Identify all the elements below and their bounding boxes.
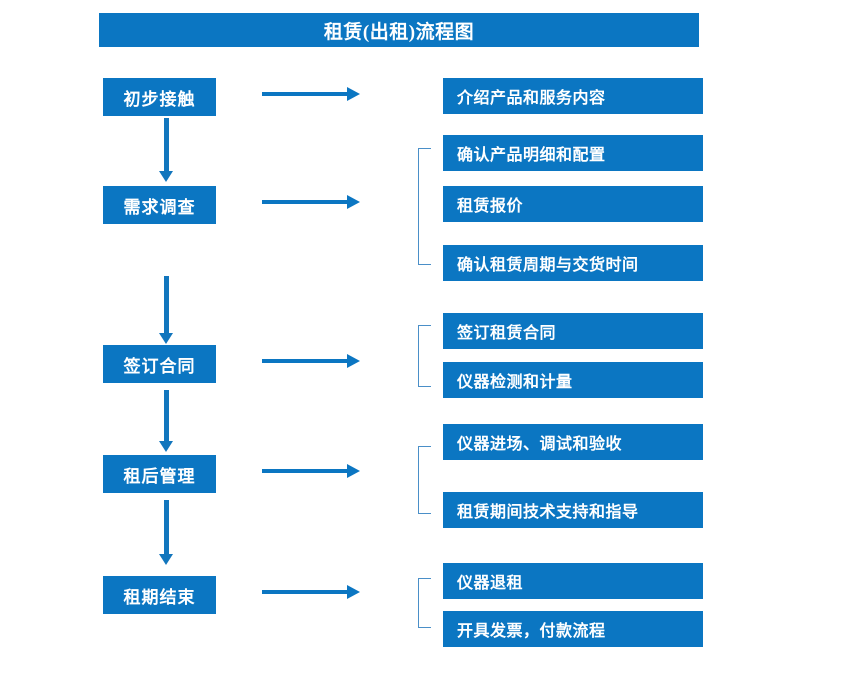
arrow-down-1 [159, 118, 173, 182]
detail-box-4-1[interactable]: 仪器进场、调试和验收 [443, 424, 703, 460]
arrow-head [159, 554, 173, 565]
arrow-head [347, 195, 360, 209]
detail-box-2-2[interactable]: 租赁报价 [443, 186, 703, 222]
arrow-head [347, 464, 360, 478]
arrow-head [159, 333, 173, 344]
arrow-right-4 [262, 464, 360, 478]
arrow-down-4 [159, 500, 173, 565]
detail-box-3-1[interactable]: 签订租赁合同 [443, 313, 703, 349]
bracket-group-4 [418, 446, 431, 514]
bracket-group-5 [418, 578, 431, 628]
arrow-right-5 [262, 585, 360, 599]
stage-box-2[interactable]: 需求调查 [103, 186, 216, 224]
arrow-down-2 [159, 276, 173, 344]
detail-box-5-1[interactable]: 仪器退租 [443, 563, 703, 599]
stage-box-4[interactable]: 租后管理 [103, 455, 216, 493]
stage-box-5[interactable]: 租期结束 [103, 576, 216, 614]
detail-box-1-1[interactable]: 介绍产品和服务内容 [443, 78, 703, 114]
arrow-shaft [262, 92, 348, 96]
detail-box-3-2[interactable]: 仪器检测和计量 [443, 362, 703, 398]
arrow-head [347, 87, 360, 101]
arrow-right-3 [262, 354, 360, 368]
arrow-head [159, 441, 173, 452]
arrow-head [347, 354, 360, 368]
arrow-shaft [262, 200, 348, 204]
arrow-right-2 [262, 195, 360, 209]
bracket-group-3 [418, 325, 431, 387]
stage-box-3[interactable]: 签订合同 [103, 345, 216, 383]
arrow-shaft [262, 590, 348, 594]
arrow-shaft [262, 469, 348, 473]
arrow-shaft [164, 118, 169, 171]
bracket-group-2 [418, 148, 431, 265]
arrow-down-3 [159, 390, 173, 452]
detail-box-2-3[interactable]: 确认租赁周期与交货时间 [443, 245, 703, 281]
detail-box-2-1[interactable]: 确认产品明细和配置 [443, 135, 703, 171]
arrow-shaft [262, 359, 348, 363]
arrow-head [159, 171, 173, 182]
arrow-shaft [164, 390, 169, 441]
arrow-shaft [164, 276, 169, 333]
arrow-shaft [164, 500, 169, 554]
stage-box-1[interactable]: 初步接触 [103, 78, 216, 116]
arrow-right-1 [262, 87, 360, 101]
detail-box-5-2[interactable]: 开具发票，付款流程 [443, 611, 703, 647]
arrow-head [347, 585, 360, 599]
page-title: 租赁(出租)流程图 [99, 13, 699, 47]
detail-box-4-2[interactable]: 租赁期间技术支持和指导 [443, 492, 703, 528]
